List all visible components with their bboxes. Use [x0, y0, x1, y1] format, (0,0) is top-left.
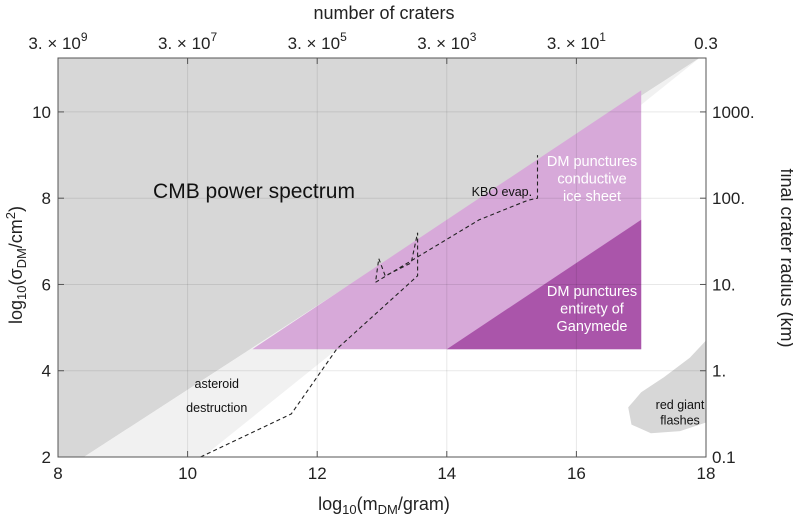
region-label-ganymede-line-2: Ganymede	[557, 319, 628, 335]
x-tick-label-2: 12	[308, 464, 327, 483]
top-tick-label-0: 3. × 109	[28, 30, 87, 53]
y-tick-label-2: 6	[42, 275, 51, 294]
y-axis-title-unit: /cm	[6, 219, 26, 248]
region-label-ice-sheet-line-0: DM punctures	[547, 154, 637, 170]
y-axis-title-sub: 10	[14, 286, 29, 300]
y-tick-label-1: 4	[42, 362, 51, 381]
top-tick-base-4: 3. × 10	[547, 34, 599, 53]
annotation-2: destruction	[186, 401, 247, 415]
top-tick-label-5: 0.3	[694, 34, 718, 53]
y-axis-title-sup: 2	[3, 212, 18, 219]
region-label-red-giant-line-1: flashes	[660, 414, 700, 428]
right-tick-label-0: 0.1	[712, 448, 736, 467]
y-tick-label-0: 2	[42, 448, 51, 467]
right-tick-label-1: 1.	[712, 362, 726, 381]
region-label-ganymede-line-1: entirety of	[560, 302, 625, 318]
y-axis-title-close: )	[6, 206, 26, 212]
right-tick-label-4: 1000.	[712, 103, 755, 122]
y-axis-title-prefix: log	[6, 300, 26, 324]
annotation-1: asteroid	[195, 377, 240, 391]
region-3	[446, 219, 642, 350]
region-label-ice-sheet-line-1: conductive	[557, 172, 626, 188]
region-label-ice-sheet-line-2: ice sheet	[563, 189, 621, 205]
x-axis-title: log10(mDM/gram)	[318, 494, 450, 517]
top-tick-label-2: 3. × 105	[288, 30, 347, 53]
x-axis-title-unit: /gram)	[398, 494, 450, 514]
y-tick-label-4: 10	[32, 103, 51, 122]
x-tick-label-0: 8	[53, 464, 62, 483]
top-tick-base-3: 3. × 10	[417, 34, 469, 53]
top-tick-base-1: 3. × 10	[158, 34, 210, 53]
right-tick-label-2: 10.	[712, 275, 736, 294]
x-axis-title-paren: (m	[357, 494, 378, 514]
top-tick-exp-0: 9	[81, 30, 88, 44]
x-tick-label-5: 18	[697, 464, 716, 483]
y-axis-title-dm: DM	[14, 248, 29, 268]
top-tick-base-5: 0.3	[694, 34, 718, 53]
plot-area	[58, 58, 706, 457]
x-axis-title-sub: 10	[342, 502, 356, 517]
region-0	[58, 58, 700, 457]
top-axis-title: number of craters	[313, 3, 454, 23]
region-label-cmb-power-spectrum: CMB power spectrum	[153, 180, 355, 203]
right-tick-label-3: 100.	[712, 189, 745, 208]
region-2	[252, 90, 642, 350]
region-label-red-giant-line-0: red giant	[656, 398, 705, 412]
top-tick-label-3: 3. × 103	[417, 30, 476, 53]
y-axis-title: log10(σDM/cm2)	[3, 206, 29, 324]
top-tick-label-1: 3. × 107	[158, 30, 217, 53]
top-tick-exp-3: 3	[470, 30, 477, 44]
right-axis-title: final crater radius (km)	[777, 168, 793, 347]
top-tick-exp-1: 7	[210, 30, 217, 44]
annotation-0: KBO evap.	[472, 185, 532, 199]
top-tick-label-4: 3. × 101	[547, 30, 606, 53]
top-tick-base-0: 3. × 10	[28, 34, 80, 53]
region-label-ganymede-line-0: DM punctures	[547, 284, 637, 300]
x-axis-title-dm: DM	[378, 502, 398, 517]
x-tick-label-4: 16	[567, 464, 586, 483]
top-tick-base-2: 3. × 10	[288, 34, 340, 53]
y-tick-label-3: 8	[42, 189, 51, 208]
plot-frame	[57, 57, 707, 458]
x-axis-title-prefix: log	[318, 494, 342, 514]
x-tick-label-1: 10	[178, 464, 197, 483]
y-axis-title-paren: (σ	[6, 268, 26, 285]
x-tick-label-3: 14	[437, 464, 456, 483]
top-tick-exp-4: 1	[599, 30, 606, 44]
region-4	[628, 340, 706, 434]
region-label-red-giant: red giant flashes	[656, 398, 705, 428]
top-tick-exp-2: 5	[340, 30, 347, 44]
